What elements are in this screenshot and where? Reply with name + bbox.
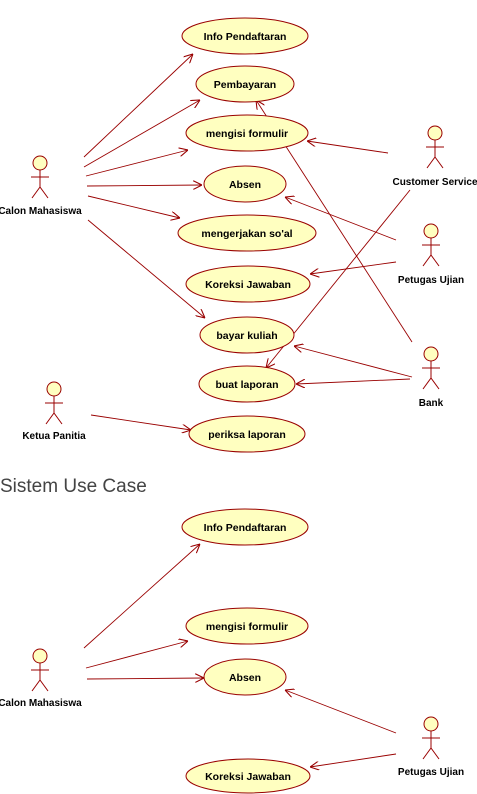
usecase-absen: Absen [203,165,287,203]
usecase-label: Pembayaran [214,79,276,91]
assoc-calon-kuliah [87,219,205,318]
usecase-label: buat laporan [215,379,278,391]
usecase-label: Koreksi Jawaban [205,279,291,291]
usecase-ellipse [195,65,295,103]
assoc-calon-formulir [85,150,188,177]
usecase-bayar-kuliah: bayar kuliah [199,316,295,354]
associations-2 [83,544,397,767]
assoc-cs-formulir [307,141,389,154]
stick-figure-icon [31,155,49,199]
stick-figure-icon [31,648,49,692]
usecase-ellipse [185,265,311,303]
usecase-ellipse [198,365,296,403]
actor-label: Ketua Panitia [22,431,86,442]
usecase-ellipse [185,758,311,794]
assoc-petugas-koreksi [310,261,397,274]
usecase-mengisi-formulir: mengisi formulir [185,607,309,645]
actor-label: Petugas Ujian [398,275,464,286]
stick-figure-icon [45,381,63,425]
assoc-calon-bayar [83,100,200,168]
usecase-label: Info Pendaftaran [204,522,287,534]
associations-1 [83,54,413,430]
actor-calon-mahasiswa: Calon Mahasiswa [0,155,82,217]
assoc-bank-kuliah [294,346,413,378]
usecase-mengisi-formulir: mengisi formulir [185,114,309,152]
actor-petugas-ujian: Petugas Ujian [398,716,464,778]
usecase-koreksi-jawaban: Koreksi Jawaban [185,265,311,303]
usecase-info-pendaftaran: Info Pendaftaran [181,508,309,546]
assoc-calon-absen [86,185,202,186]
stick-figure-icon [422,346,440,390]
usecase-label: Absen [229,672,261,684]
usecase-ellipse [181,508,309,546]
assoc-calon-formulir [85,641,188,669]
usecase-ellipse [199,316,295,354]
usecase-label: Koreksi Jawaban [205,771,291,783]
usecase-ellipse [181,17,309,55]
usecase-label: mengerjakan so'al [201,228,292,240]
stick-figure-icon [426,125,444,169]
usecase-ellipse [203,165,287,203]
actor-label: Bank [419,398,444,409]
actor-label: Petugas Ujian [398,767,464,778]
assoc-petugas-koreksi [310,753,397,767]
assoc-calon-absen [86,678,204,679]
usecase-ellipse [185,114,309,152]
usecase-label: mengisi formulir [206,128,288,140]
actor-label: Calon Mahasiswa [0,206,82,217]
assoc-bank-laporan [296,378,411,384]
usecase-label: periksa laporan [208,429,286,441]
actor-label: Calon Mahasiswa [0,698,82,709]
usecase-ellipse [188,415,306,453]
stick-figure-icon [422,716,440,760]
actor-customer-service: Customer Service [392,125,477,188]
usecase-periksa-laporan: periksa laporan [188,415,306,453]
usecase-info-pendaftaran: Info Pendaftaran [181,17,309,55]
usecase-ellipse [177,214,317,252]
actor-petugas-ujian: Petugas Ujian [398,223,464,286]
usecase-ellipse [203,658,287,696]
diagram-1: Info Pendaftaran Pembayaran mengisi form… [0,17,477,453]
assoc-petugas-absen [285,690,397,734]
usecase-ellipse [185,607,309,645]
usecase-label: bayar kuliah [216,330,277,342]
usecase-label: Info Pendaftaran [204,31,287,43]
assoc-calon-soal [87,195,180,218]
assoc-ketua-periksa [90,414,191,430]
actor-calon-mahasiswa: Calon Mahasiswa [0,648,82,709]
section-title: Sistem Use Case [0,476,147,497]
actor-label: Customer Service [392,177,477,188]
usecase-absen: Absen [203,658,287,696]
usecase-label: mengisi formulir [206,621,288,633]
actor-ketua-panitia: Ketua Panitia [22,381,86,442]
usecase-koreksi-jawaban: Koreksi Jawaban [185,758,311,794]
assoc-calon-info [83,544,200,649]
usecase-mengerjakan-soal: mengerjakan so'al [177,214,317,252]
usecase-buat-laporan: buat laporan [198,365,296,403]
actor-bank: Bank [419,346,444,409]
assoc-petugas-absen [285,197,397,241]
usecase-pembayaran: Pembayaran [195,65,295,103]
stick-figure-icon [422,223,440,267]
usecase-label: Absen [229,179,261,191]
diagram-2: Info Pendaftaran mengisi formulir Absen … [0,508,464,794]
assoc-calon-info [83,54,193,158]
